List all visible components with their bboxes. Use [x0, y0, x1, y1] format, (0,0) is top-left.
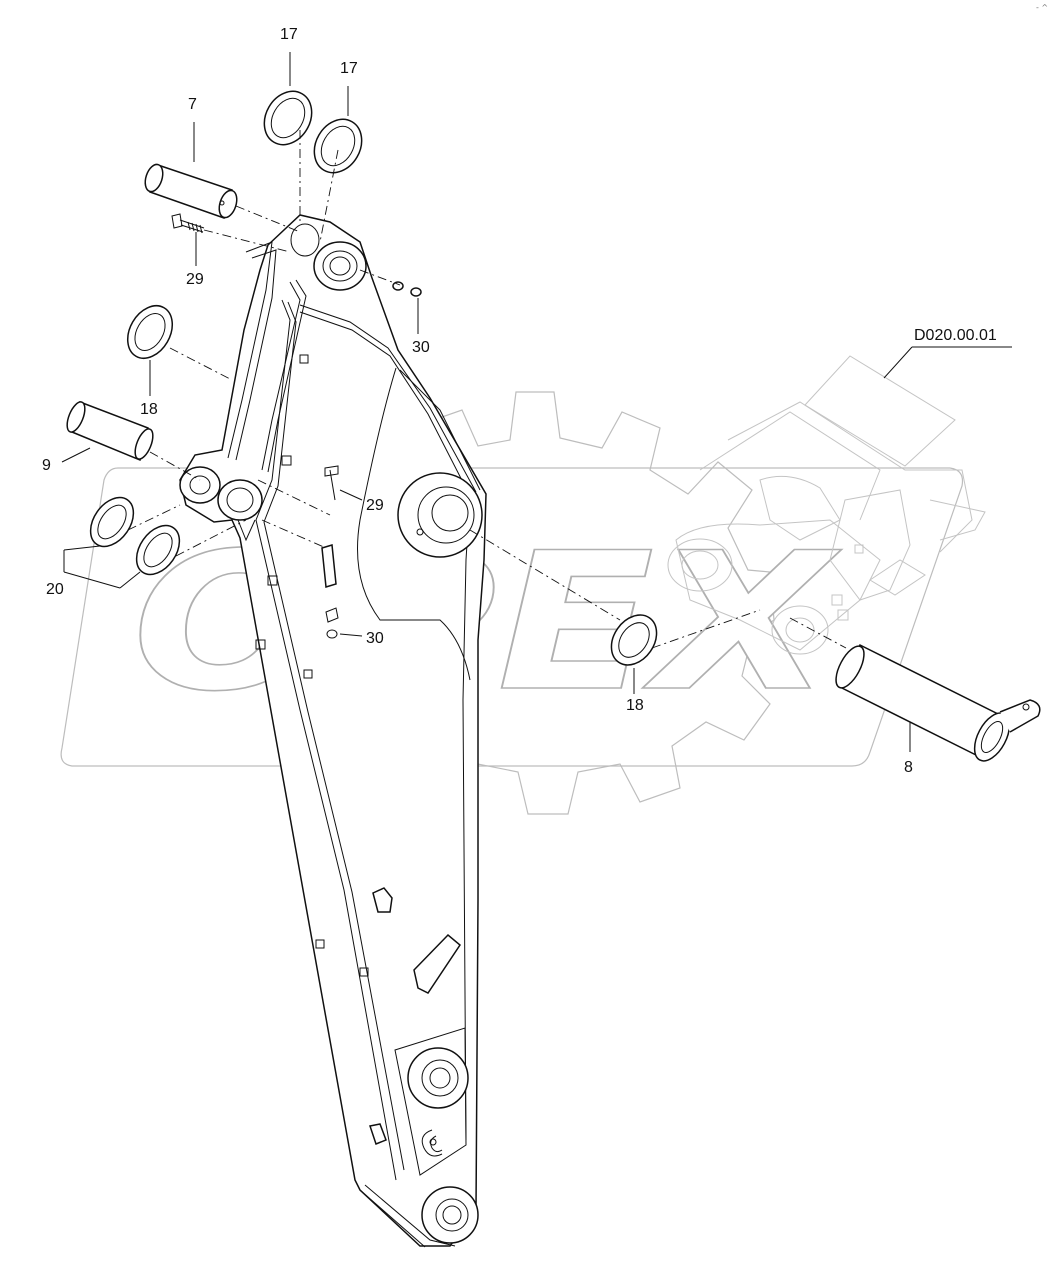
pin-8: [835, 643, 1041, 762]
callout-29-mid: 29: [366, 497, 384, 514]
washer-20-b: [135, 524, 181, 576]
washer-18-left: [126, 305, 174, 359]
boom-body: [179, 214, 487, 1247]
washer-18-right: [610, 614, 658, 666]
callout-8: 8: [904, 759, 913, 776]
callout-29-top: 29: [186, 271, 204, 288]
callout-18-right: 18: [626, 697, 644, 714]
assembly-lines: [127, 130, 847, 649]
corner-mark: - ^: [1036, 3, 1048, 12]
watermark-text: OPEX: [132, 512, 842, 733]
boom-arm: [179, 214, 487, 1248]
washer-20-a: [89, 496, 135, 548]
callout-30-top: 30: [412, 339, 430, 356]
callout-17-b: 17: [340, 60, 358, 77]
callout-30-mid: 30: [366, 630, 384, 647]
nut-30-top: [392, 281, 404, 291]
washer-17-a: [263, 90, 313, 146]
pin-7: [144, 163, 238, 219]
callouts: 17 17 7 29 30 D020.00.01 18 9 29 20 30 1…: [42, 26, 1012, 776]
reference-code: D020.00.01: [914, 327, 997, 344]
pin-9: [66, 401, 154, 462]
callout-7: 7: [188, 96, 197, 113]
washer-17-b: [313, 118, 363, 174]
callout-18-left: 18: [140, 401, 158, 418]
reference-assembly-ghost: [667, 355, 986, 655]
callout-17-a: 17: [280, 26, 298, 43]
bolt-29-top: [171, 213, 205, 234]
callout-20: 20: [46, 581, 64, 598]
watermark-plate-outline: [60, 467, 964, 767]
callout-9: 9: [42, 457, 51, 474]
